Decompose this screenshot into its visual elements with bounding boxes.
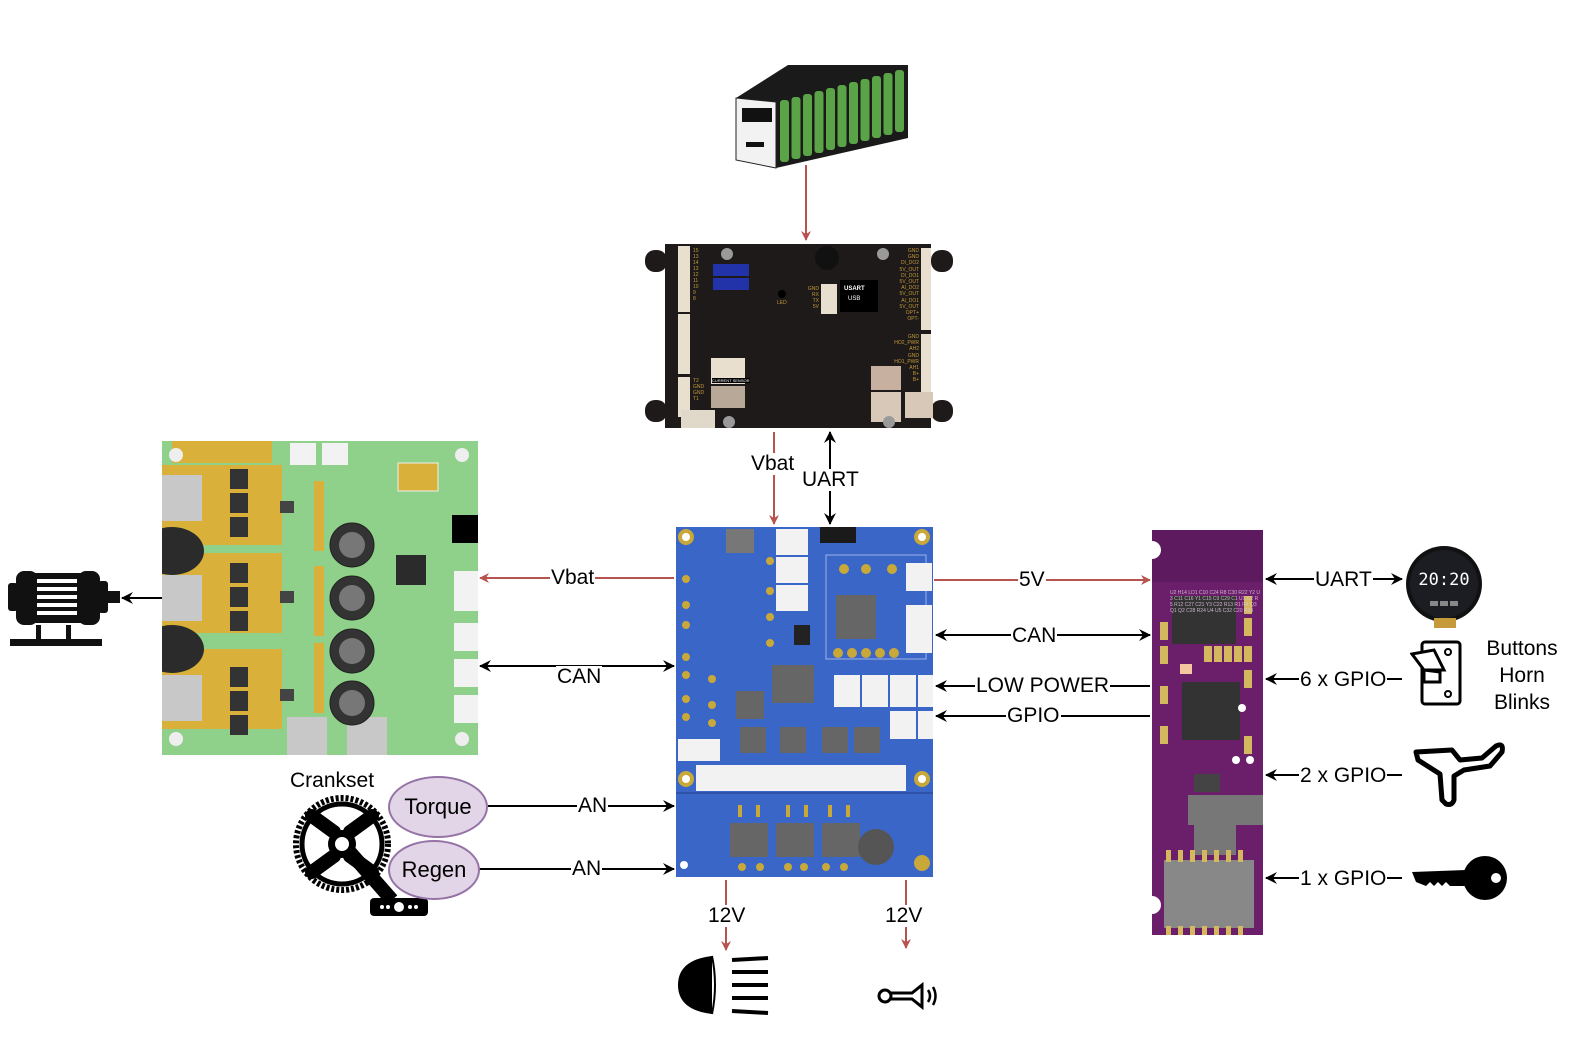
bms-therm-pin-label: GND bbox=[693, 390, 705, 396]
bms-pin-label: AH1 bbox=[909, 365, 919, 372]
usb-label: USB bbox=[848, 296, 861, 302]
horn-12v-label: 12V bbox=[884, 904, 924, 927]
current-sensor-label: CURRENT SENSOR bbox=[712, 378, 750, 383]
bms-pin-label: GND bbox=[907, 254, 919, 261]
handlebar-switch-icon bbox=[1410, 640, 1462, 706]
key-gpio-label: 1 x GPIO bbox=[1299, 867, 1388, 890]
main-control-board bbox=[676, 527, 933, 877]
buttons-gpio-label: 6 x GPIO bbox=[1299, 668, 1388, 691]
crankset-label: Crankset bbox=[290, 769, 375, 792]
bms-pin-label: HO2_PWR bbox=[894, 340, 919, 347]
display-uart-label: UART bbox=[1314, 568, 1373, 591]
crankset-icon bbox=[293, 795, 428, 916]
battery-cell bbox=[895, 70, 904, 132]
bms-pin-label: 11 bbox=[693, 278, 699, 284]
bms-pin-label: 5V_OUT bbox=[899, 303, 919, 310]
bms-pin-label: AI_DO1 bbox=[901, 297, 919, 304]
bms-pin-label: DI_DO1 bbox=[900, 272, 919, 279]
hmi-ref-designators: U2 H14 LD1 C10 C24 R8 C30 R22 Y2 U3 C11 … bbox=[1170, 590, 1260, 614]
bms-pin-label: 10 bbox=[693, 284, 699, 290]
bms-uart-pin-label: TX bbox=[812, 298, 819, 304]
bms-pin-label: 5V_OUT bbox=[899, 279, 919, 286]
bms-therm-pin-label: T1 bbox=[693, 396, 699, 402]
ignition-key-icon bbox=[1412, 856, 1507, 900]
bms-pin-label: 15 bbox=[693, 248, 699, 254]
bms-pin-label: 13 bbox=[693, 254, 699, 260]
torque-label: Torque bbox=[404, 794, 472, 819]
battery-cell bbox=[837, 85, 847, 147]
battery-cell bbox=[849, 82, 858, 144]
mc-vbat-label: Vbat bbox=[550, 566, 596, 589]
bms-pin-label: GND bbox=[907, 248, 919, 254]
torque-an-label: AN bbox=[577, 794, 609, 817]
buttons-label: Buttons bbox=[1486, 637, 1558, 660]
battery-cell bbox=[803, 94, 812, 156]
gpio-label: GPIO bbox=[1006, 704, 1061, 727]
bms-pin-label: GND bbox=[907, 334, 919, 340]
headlight-12v-label: 12V bbox=[707, 904, 747, 927]
regen-an-label: AN bbox=[571, 857, 603, 880]
bms-vbat-label: Vbat bbox=[750, 452, 796, 475]
bms-pin-label: AI_DO2 bbox=[901, 285, 919, 292]
display-time: 20:20 bbox=[1418, 570, 1470, 590]
bms-pin-label: AH2 bbox=[909, 346, 919, 353]
battery-cell bbox=[814, 91, 824, 153]
bms-uart-label: UART bbox=[801, 468, 860, 491]
blinks-label: Blinks bbox=[1493, 691, 1551, 714]
bms-pin-label: 14 bbox=[693, 260, 699, 266]
battery-cell bbox=[780, 100, 789, 162]
bms-pin-label: 5V_OUT bbox=[899, 291, 919, 298]
battery-cell bbox=[826, 88, 835, 150]
headlight-icon bbox=[678, 955, 769, 1015]
torque-sensor-node: Torque bbox=[388, 776, 488, 838]
hmi-board: U2 H14 LD1 C10 C24 R8 C30 R22 Y2 U3 C11 … bbox=[1152, 530, 1263, 935]
bms-pin-label: B+ bbox=[912, 371, 919, 378]
usart-label: USART bbox=[844, 286, 865, 292]
bms-pin-label: 5V_OUT bbox=[899, 266, 919, 273]
mc-can-label: CAN bbox=[556, 665, 603, 688]
bms-pin-label: GND bbox=[907, 352, 919, 359]
battery-pack-image bbox=[735, 65, 908, 169]
hmi-5v-label: 5V bbox=[1018, 568, 1046, 591]
low-power-label: LOW POWER bbox=[975, 674, 1111, 697]
bms-pin-label: OPT- bbox=[907, 316, 919, 323]
regen-label: Regen bbox=[401, 857, 467, 882]
led-label: LED bbox=[777, 300, 787, 306]
bms-pin-label: 13 bbox=[693, 266, 699, 272]
brake-gpio-label: 2 x GPIO bbox=[1299, 764, 1388, 787]
bms-pin-label: OPT+ bbox=[905, 310, 919, 317]
battery-cell bbox=[860, 79, 870, 141]
horn-label: Horn bbox=[1499, 664, 1545, 687]
regen-sensor-node: Regen bbox=[388, 840, 480, 900]
battery-cell bbox=[791, 97, 801, 159]
horn-icon bbox=[877, 982, 937, 1010]
switch-functions-label: Buttons Horn Blinks bbox=[1474, 635, 1570, 716]
battery-cell bbox=[883, 73, 893, 135]
bms-pin-label: 12 bbox=[693, 272, 699, 278]
bms-pin-label: HO1_PWR bbox=[894, 358, 919, 365]
brake-lever-icon bbox=[1413, 742, 1505, 807]
round-display: 20:20 bbox=[1404, 544, 1484, 628]
bms-pin-label: 9 bbox=[693, 290, 696, 296]
electric-motor-icon bbox=[8, 571, 120, 646]
bms-uart-pin-label: RX bbox=[812, 292, 819, 298]
bms-therm-pin-label: GND bbox=[693, 384, 705, 390]
bms-pin-label: DI_DO2 bbox=[900, 260, 919, 267]
battery-cell bbox=[872, 76, 881, 138]
bms-uart-pin-label: GND bbox=[807, 286, 819, 292]
bms-uart-pin-label: 5V bbox=[812, 304, 819, 310]
bms-pin-label: 8 bbox=[693, 296, 696, 302]
bms-pin-label: B+ bbox=[912, 377, 919, 384]
bms-therm-pin-label: T2 bbox=[693, 378, 699, 384]
hmi-can-label: CAN bbox=[1011, 624, 1058, 647]
motor-controller-board bbox=[162, 441, 478, 755]
